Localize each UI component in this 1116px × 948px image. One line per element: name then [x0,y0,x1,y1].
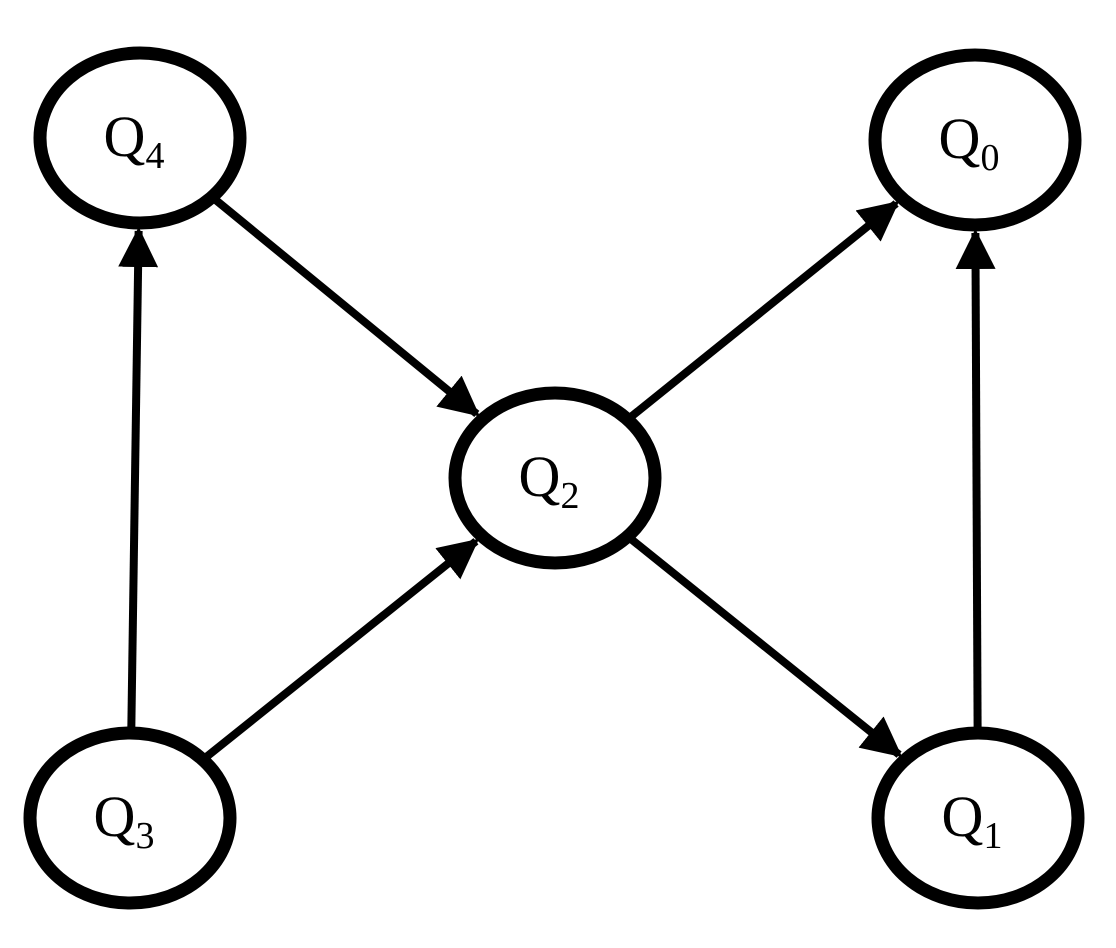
node-label-subscript: 1 [983,815,1002,857]
edge-q2-to-q0 [628,200,900,421]
node-q4: Q4 [33,46,247,230]
node-label-base: Q [939,106,981,171]
node-circle [23,726,237,910]
node-label: Q2 [519,444,580,517]
node-label: Q1 [942,784,1003,857]
node-label-base: Q [104,104,146,169]
node-label: Q0 [939,106,1000,179]
node-label-subscript: 3 [135,815,154,857]
node-label-base: Q [942,784,984,849]
node-q3: Q3 [23,726,237,910]
node-label: Q4 [104,104,165,177]
node-label-base: Q [519,444,561,509]
node-label: Q3 [94,784,155,857]
node-circle [871,726,1085,910]
edge-q1-to-q0 [955,228,996,730]
node-label-subscript: 4 [145,135,164,177]
edge-q3-to-q2 [203,538,480,761]
node-circle [448,386,662,570]
edge-q2-to-q1 [628,535,903,758]
node-q2: Q2 [448,386,662,570]
edge-q3-to-q4 [118,226,159,730]
node-label-subscript: 0 [980,137,999,179]
node-label-subscript: 2 [560,475,579,517]
node-q0: Q0 [868,48,1082,232]
node-circle [868,48,1082,232]
node-q1: Q1 [871,726,1085,910]
edges [118,196,996,761]
node-label-base: Q [94,784,136,849]
node-circle [33,46,247,230]
edge-q4-to-q2 [212,196,480,418]
